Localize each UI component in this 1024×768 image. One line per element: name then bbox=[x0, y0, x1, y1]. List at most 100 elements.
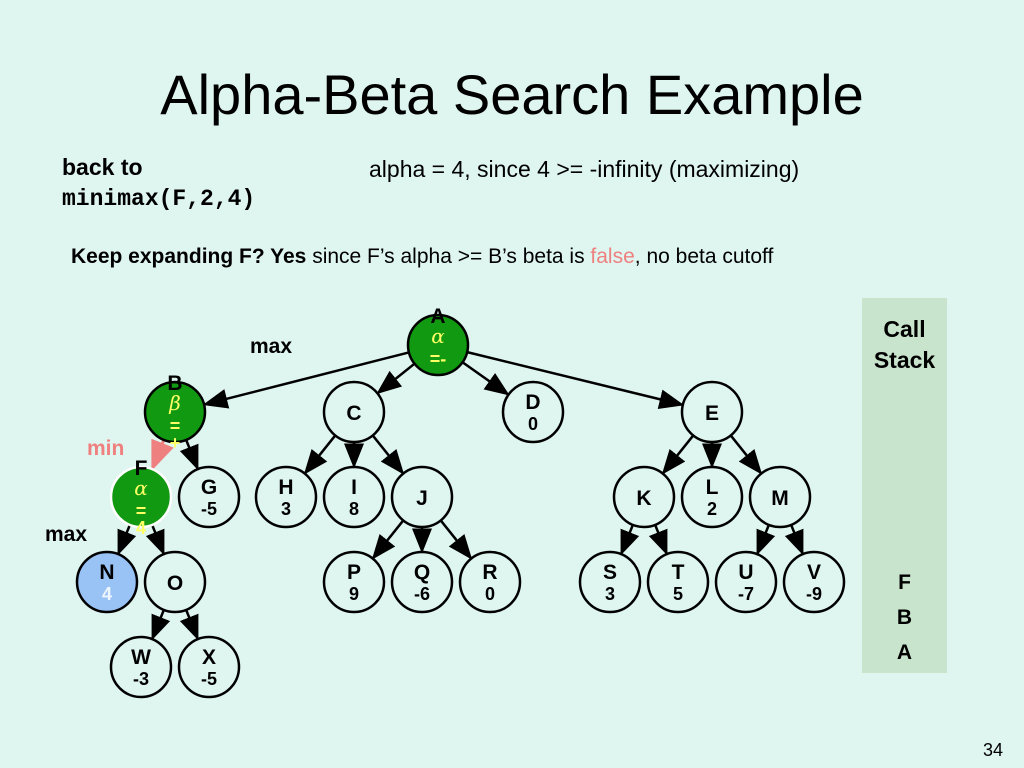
edge-B-F bbox=[151, 438, 174, 472]
node-value: -7 bbox=[738, 584, 754, 604]
node-value: 0 bbox=[528, 414, 538, 434]
edge-O-X bbox=[179, 609, 199, 641]
node-circle bbox=[254, 465, 318, 529]
node-value: -3 bbox=[133, 669, 149, 689]
tree-node-L: L2 bbox=[680, 465, 744, 529]
edge-E-K bbox=[661, 434, 695, 475]
back-to-label: back to bbox=[62, 154, 143, 180]
tree-node-A: Aα=- bbox=[406, 305, 470, 377]
node-bound-eq: = bbox=[170, 416, 181, 436]
node-circle bbox=[109, 635, 173, 699]
keep-tail: , no beta cutoff bbox=[634, 245, 774, 268]
node-label: O bbox=[167, 572, 183, 595]
tree-node-B: Bβ=+ bbox=[143, 372, 207, 453]
node-label: C bbox=[346, 402, 361, 425]
node-label: U bbox=[738, 561, 753, 584]
node-circle bbox=[143, 550, 207, 614]
tree-node-F: Fα=4 bbox=[109, 457, 173, 538]
tree-node-P: P9 bbox=[322, 550, 386, 614]
node-circle bbox=[714, 550, 778, 614]
node-value: 4 bbox=[102, 584, 112, 604]
node-circle bbox=[322, 465, 386, 529]
node-value: 3 bbox=[281, 499, 291, 519]
node-label: W bbox=[131, 646, 151, 669]
node-label: L bbox=[706, 476, 719, 499]
node-circle bbox=[406, 313, 470, 377]
node-label: H bbox=[278, 476, 293, 499]
node-label: X bbox=[202, 646, 216, 669]
edge-F-N bbox=[117, 524, 137, 556]
node-label: Q bbox=[414, 561, 430, 584]
edge-K-S bbox=[620, 524, 640, 556]
node-bound-value: + bbox=[170, 433, 181, 453]
node-circle bbox=[612, 465, 676, 529]
edge-C-J bbox=[371, 434, 405, 475]
stack-frame: F bbox=[898, 571, 911, 594]
node-label: V bbox=[807, 561, 821, 584]
tree-node-S: S3 bbox=[578, 550, 642, 614]
node-label: D bbox=[525, 391, 540, 414]
node-bound-symbol: α bbox=[134, 476, 148, 500]
node-circle bbox=[646, 550, 710, 614]
tree-node-J: J bbox=[390, 465, 454, 529]
node-circle bbox=[680, 380, 744, 444]
node-label: J bbox=[416, 487, 428, 510]
node-circle bbox=[458, 550, 522, 614]
node-label: N bbox=[99, 561, 114, 584]
node-circle bbox=[390, 465, 454, 529]
edge-K-T bbox=[648, 524, 668, 556]
tree-node-R: R0 bbox=[458, 550, 522, 614]
node-circle bbox=[390, 550, 454, 614]
tree-node-O: O bbox=[143, 550, 207, 614]
node-value: -5 bbox=[201, 669, 217, 689]
max-level-label: max bbox=[250, 335, 293, 358]
node-label: K bbox=[636, 487, 651, 510]
alpha-note: alpha = 4, since 4 >= -infinity (maximiz… bbox=[369, 156, 800, 182]
node-bound-value: 4 bbox=[136, 518, 146, 538]
node-circle bbox=[501, 380, 565, 444]
node-label: S bbox=[603, 561, 617, 584]
node-value: 9 bbox=[349, 584, 359, 604]
edge-A-B bbox=[202, 351, 410, 409]
node-label: M bbox=[771, 487, 789, 510]
node-circle bbox=[143, 380, 207, 444]
tree-node-V: V-9 bbox=[782, 550, 846, 614]
node-label: T bbox=[672, 561, 685, 584]
tree-node-K: K bbox=[612, 465, 676, 529]
edge-J-P bbox=[371, 519, 405, 560]
tree-node-H: H3 bbox=[254, 465, 318, 529]
node-circle bbox=[680, 465, 744, 529]
node-value: -6 bbox=[414, 584, 430, 604]
tree-node-I: I8 bbox=[322, 465, 386, 529]
keep-question: Keep expanding F? Yes bbox=[71, 245, 307, 268]
node-bound-eq: =- bbox=[430, 349, 447, 369]
node-circle bbox=[322, 380, 386, 444]
node-circle bbox=[782, 550, 846, 614]
node-value: -9 bbox=[806, 584, 822, 604]
tree-node-N: N4 bbox=[75, 550, 139, 614]
function-call: minimax(F,2,4) bbox=[62, 186, 256, 212]
edge-J-R bbox=[439, 519, 473, 560]
node-value: 5 bbox=[673, 584, 683, 604]
tree-node-X: X-5 bbox=[177, 635, 241, 699]
node-circle bbox=[578, 550, 642, 614]
tree-node-U: U-7 bbox=[714, 550, 778, 614]
keep-expanding-note: Keep expanding F? Yes since F’s alpha >=… bbox=[71, 245, 773, 269]
edge-A-C bbox=[376, 362, 416, 395]
edge-O-W bbox=[151, 609, 171, 641]
edge-C-H bbox=[303, 434, 337, 475]
node-circle bbox=[109, 465, 173, 529]
node-label: A bbox=[430, 305, 445, 328]
node-label: F bbox=[135, 457, 148, 480]
tree-node-E: E bbox=[680, 380, 744, 444]
edge-B-G bbox=[179, 439, 199, 471]
stack-frame: B bbox=[896, 606, 913, 629]
node-label: I bbox=[351, 476, 357, 499]
edge-M-V bbox=[784, 524, 804, 556]
stack-frame: A bbox=[896, 641, 913, 664]
tree-node-C: C bbox=[322, 380, 386, 444]
node-bound-eq: = bbox=[136, 501, 147, 521]
node-label: G bbox=[201, 476, 217, 499]
